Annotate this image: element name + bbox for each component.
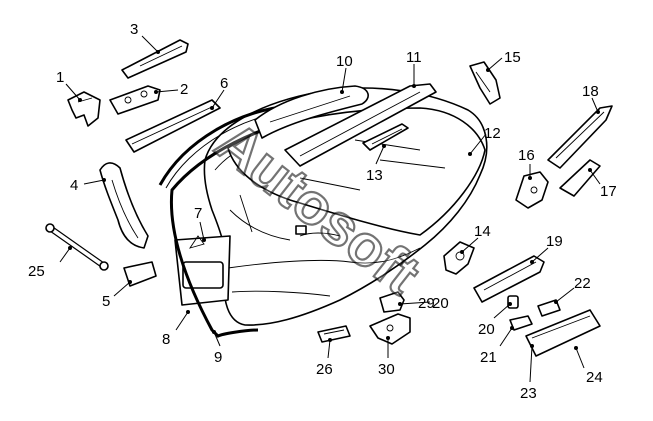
callout-23: 23 xyxy=(520,385,537,402)
latch-16 xyxy=(515,171,549,209)
catch-29 xyxy=(379,291,405,313)
roof-strip xyxy=(284,83,437,167)
callout-14: 14 xyxy=(474,223,491,240)
callout-9: 9 xyxy=(214,349,222,366)
callout-24: 24 xyxy=(586,369,603,386)
callout-20-b: 20 xyxy=(432,295,449,312)
lock-30 xyxy=(369,313,411,345)
callout-1: 1 xyxy=(56,69,64,86)
inner-trim-panel xyxy=(174,235,231,306)
callout-10: 10 xyxy=(336,53,353,70)
callout-25: 25 xyxy=(28,263,45,280)
side-trim-4 xyxy=(99,162,149,249)
callout-11: 11 xyxy=(406,49,422,66)
trim-strip-6 xyxy=(125,99,221,153)
callout-22: 22 xyxy=(574,275,591,292)
callout-26: 26 xyxy=(316,361,333,378)
callout-20-a: 20 xyxy=(478,321,495,338)
switch-20 xyxy=(507,295,519,309)
spoiler xyxy=(254,85,369,139)
callout-19: 19 xyxy=(546,233,563,250)
callout-5: 5 xyxy=(102,293,110,310)
callout-6: 6 xyxy=(220,75,228,92)
hinge-15 xyxy=(469,61,501,105)
callout-13: 13 xyxy=(366,167,383,184)
callout-17: 17 xyxy=(600,183,617,200)
hinge-part-2 xyxy=(109,85,161,115)
bracket-22 xyxy=(537,299,561,317)
leader-dots xyxy=(68,50,600,350)
callout-21: 21 xyxy=(480,349,497,366)
callout-8: 8 xyxy=(162,331,170,348)
lamp-cover-5 xyxy=(123,261,157,287)
callout-29: 29 xyxy=(418,295,435,312)
wiper-arm-18 xyxy=(547,105,613,169)
callout-12: 12 xyxy=(484,125,501,142)
weatherstrip-seal xyxy=(158,104,304,338)
lock-14 xyxy=(443,241,475,275)
callout-30: 30 xyxy=(378,361,395,378)
licence-plate-23-24 xyxy=(525,309,601,357)
badge-26 xyxy=(317,325,351,343)
callout-18: 18 xyxy=(582,83,599,100)
callout-4: 4 xyxy=(70,177,78,194)
hinge-part-3 xyxy=(121,39,189,79)
callout-7: 7 xyxy=(194,205,202,222)
callout-15: 15 xyxy=(504,49,521,66)
wiper-motor-17 xyxy=(559,159,601,197)
callout-16: 16 xyxy=(518,147,535,164)
handle-19 xyxy=(473,255,545,303)
callout-3: 3 xyxy=(130,21,138,38)
gas-strut xyxy=(45,223,109,271)
hinge-bracket-part xyxy=(67,91,101,127)
leader-lines xyxy=(59,35,601,383)
brake-light xyxy=(362,123,409,151)
callout-labels: 1 2 3 4 5 6 7 8 9 10 11 12 13 14 15 16 1… xyxy=(28,21,617,402)
callout-2: 2 xyxy=(180,81,188,98)
